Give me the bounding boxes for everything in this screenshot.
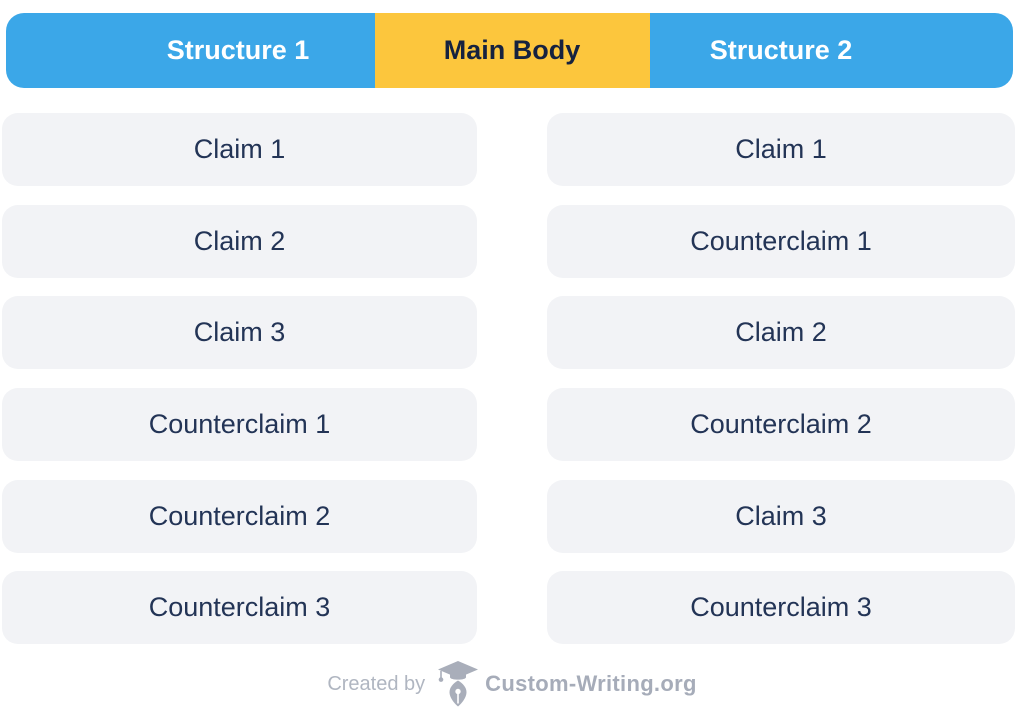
header-label-main-body: Main Body (443, 35, 581, 65)
brand-name: Custom-Writing.org (485, 671, 697, 696)
created-by-label: Created by (327, 672, 426, 695)
header-segment-structure-1 (6, 13, 375, 88)
footer-credit: Created by Cust (0, 658, 1024, 710)
claim-box: Claim 1 (2, 113, 477, 186)
header-bar: Structure 1 Main Body Structure 2 (6, 13, 1013, 88)
column-structure-1: Claim 1 Claim 2 Claim 3 Counterclaim 1 C… (2, 113, 477, 645)
claim-box: Claim 3 (547, 479, 1015, 553)
graduation-cap-pen-logo-icon (438, 661, 479, 707)
header-segment-structure-2 (650, 13, 1013, 88)
header-segment-main-body (375, 13, 650, 88)
counterclaim-box: Counterclaim 3 (547, 571, 1015, 645)
column-structure-2: Claim 1 Counterclaim 1 Claim 2 Countercl… (547, 113, 1015, 645)
claim-box: Claim 2 (2, 204, 477, 278)
counterclaim-box: Counterclaim 2 (547, 388, 1015, 462)
claim-box: Claim 3 (2, 296, 477, 370)
counterclaim-box: Counterclaim 1 (547, 204, 1015, 278)
claim-box: Claim 1 (547, 113, 1015, 186)
counterclaim-box: Counterclaim 1 (2, 388, 477, 462)
claim-box: Claim 2 (547, 296, 1015, 370)
counterclaim-box: Counterclaim 3 (2, 571, 477, 645)
header-label-structure-2: Structure 2 (709, 35, 853, 65)
header-label-structure-1: Structure 1 (166, 35, 310, 65)
counterclaim-box: Counterclaim 2 (2, 479, 477, 553)
